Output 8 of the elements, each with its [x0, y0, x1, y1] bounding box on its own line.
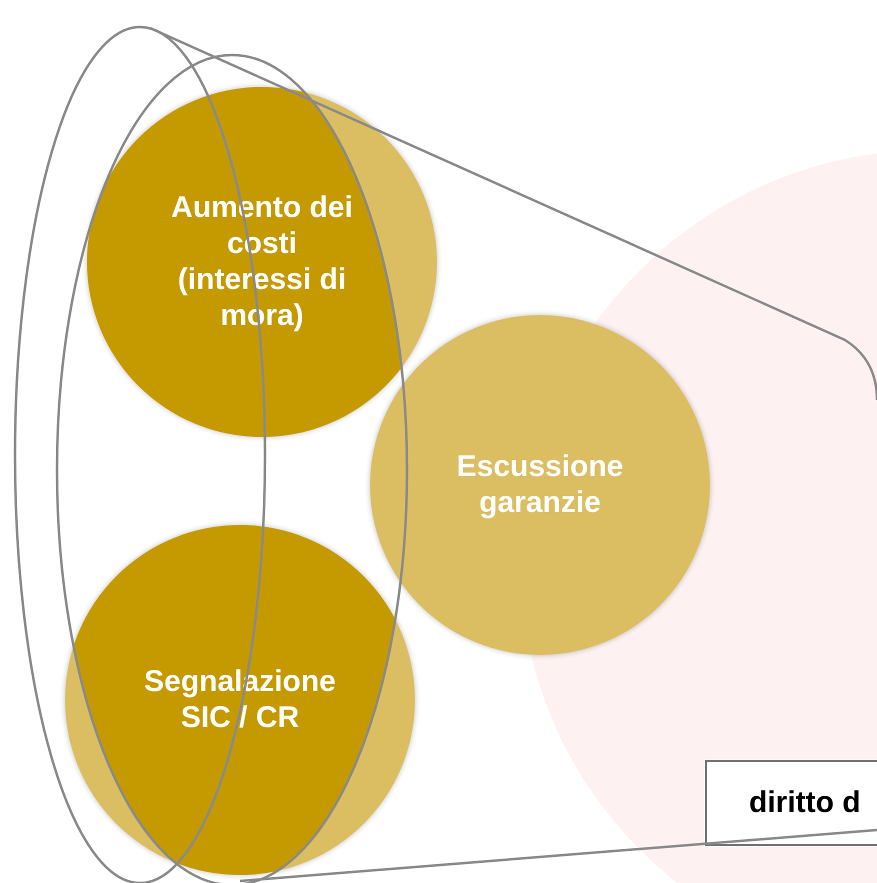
circle-label: Segnalazione SIC / CR — [143, 664, 337, 736]
circle-label: Escussione garanzie — [456, 449, 624, 521]
circle-node — [87, 87, 437, 437]
text-box — [705, 760, 877, 846]
box-label: diritto d — [749, 786, 861, 820]
circle-node — [65, 525, 415, 875]
circle-node — [370, 315, 710, 655]
circle-label: Aumento dei costi (interessi di mora) — [170, 190, 354, 334]
